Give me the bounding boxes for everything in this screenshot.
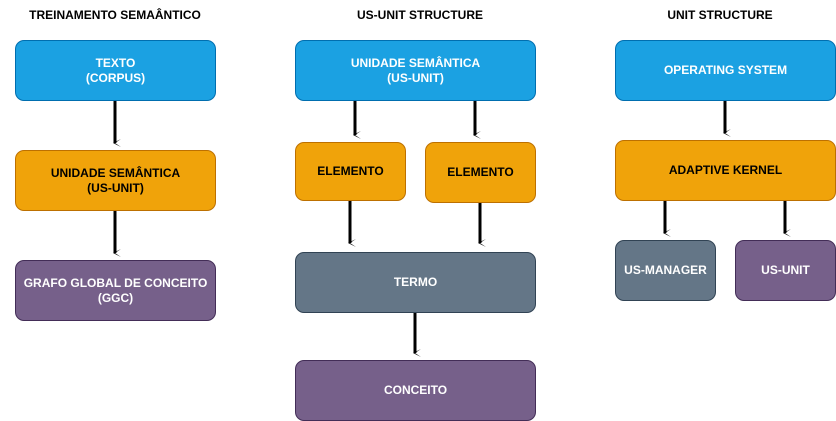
box-conceito: CONCEITO (295, 360, 536, 421)
box-unidade-semantica: UNIDADE SEMÂNTICA (US-UNIT) (15, 150, 216, 211)
title-unit-structure: UNIT STRUCTURE (667, 8, 773, 22)
title-treinamento: TREINAMENTO SEMAÂNTICO (29, 8, 201, 22)
box-elemento-1: ELEMENTO (295, 142, 406, 201)
box-texto: TEXTO (CORPUS) (15, 40, 216, 101)
box-termo: TERMO (295, 252, 536, 313)
box-grafo: GRAFO GLOBAL DE CONCEITO (GGC) (15, 260, 216, 321)
box-operating-system: OPERATING SYSTEM (615, 40, 836, 101)
box-elemento-2: ELEMENTO (425, 142, 536, 203)
box-us-manager: US-MANAGER (615, 240, 716, 301)
box-adaptive-kernel: ADAPTIVE KERNEL (615, 140, 836, 201)
box-us-unit: US-UNIT (735, 240, 836, 301)
title-us-unit-structure: US-UNIT STRUCTURE (357, 8, 483, 22)
box-unidade-semantica-2: UNIDADE SEMÂNTICA (US-UNIT) (295, 40, 536, 101)
